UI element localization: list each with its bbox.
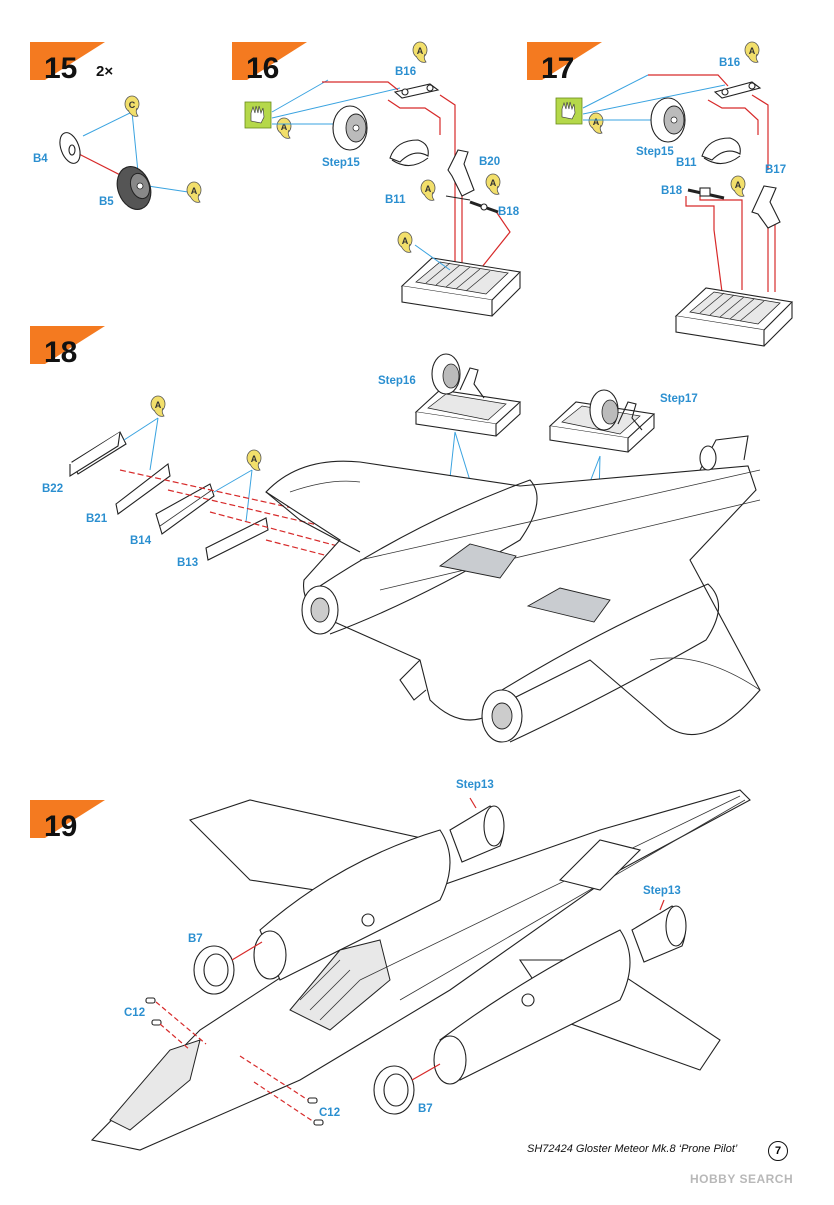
label-b5: B5	[99, 196, 114, 208]
part-c12-pins	[145, 997, 207, 1051]
label-b14: B14	[130, 535, 152, 547]
label-step16-ref: Step16	[378, 375, 416, 387]
wheel-bay	[400, 257, 522, 317]
step-15-qty: 2×	[96, 63, 113, 80]
paint-badge-a: A	[397, 231, 413, 253]
svg-text:A: A	[735, 180, 742, 190]
label-b18: B18	[661, 185, 683, 197]
paint-badge-a: A	[186, 181, 202, 203]
label-b16: B16	[395, 66, 416, 78]
glove-icon	[244, 101, 272, 129]
label-step13-ref: Step13	[643, 885, 681, 897]
paint-badge-a: A	[420, 179, 436, 201]
paint-badge-a: A	[246, 449, 262, 471]
part-b16-yoke	[713, 81, 762, 99]
part-b7-intake-ring	[373, 1065, 415, 1115]
step13-exhaust	[449, 805, 505, 863]
part-b11-mudguard	[701, 137, 741, 165]
glove-icon	[555, 97, 583, 125]
svg-text:A: A	[593, 117, 600, 127]
label-step15-ref: Step15	[636, 146, 674, 158]
label-b11: B11	[385, 194, 406, 206]
step13-exhaust	[631, 905, 687, 963]
step-18: 18 Step16 Step17	[30, 326, 761, 743]
label-b7: B7	[418, 1103, 433, 1115]
part-b16-yoke	[393, 83, 440, 99]
label-b11: B11	[676, 157, 697, 169]
part-b5-wheel	[116, 166, 152, 210]
wheel-assembly	[332, 105, 368, 151]
part-b4-washer	[59, 132, 81, 164]
part-b11-mudguard	[389, 139, 429, 167]
svg-text:C: C	[129, 100, 136, 110]
paint-badge-a: A	[150, 395, 166, 417]
paint-badge-c: C	[124, 95, 140, 117]
svg-text:A: A	[490, 178, 497, 188]
label-b4: B4	[33, 153, 48, 165]
svg-text:A: A	[251, 454, 258, 464]
part-c12-pins	[239, 1055, 324, 1126]
part-b17-strut	[751, 185, 781, 229]
step16-inset	[414, 353, 522, 437]
step-15-number: 15	[44, 52, 77, 85]
part-b20-strut	[445, 149, 475, 201]
step-16-number: 16	[246, 52, 279, 85]
label-b20: B20	[479, 156, 500, 168]
part-b13-door	[205, 517, 269, 561]
label-b7: B7	[188, 933, 203, 945]
part-b18-rod	[469, 200, 499, 214]
aircraft-topside	[90, 789, 751, 1151]
step-18-banner	[30, 326, 105, 364]
label-b17: B17	[765, 164, 786, 176]
step-17: 17 A A A	[527, 41, 794, 347]
svg-text:A: A	[281, 122, 288, 132]
step-16-banner	[232, 42, 307, 80]
svg-text:A: A	[155, 400, 162, 410]
paint-badge-a: A	[744, 41, 760, 63]
paint-badge-a: A	[276, 117, 292, 139]
step-16: 16 A A A A A	[232, 41, 522, 317]
label-b21: B21	[86, 513, 108, 525]
label-b22: B22	[42, 483, 63, 495]
svg-text:A: A	[402, 236, 409, 246]
step-19-number: 19	[44, 810, 77, 843]
label-b13: B13	[177, 557, 198, 569]
paint-badge-a: A	[730, 175, 746, 197]
part-b14-door	[155, 483, 215, 535]
step-19: 19	[30, 779, 751, 1151]
watermark: HOBBY SEARCH	[690, 1172, 794, 1186]
label-c12: C12	[124, 1007, 145, 1019]
paint-badge-a: A	[588, 112, 604, 134]
label-step13-ref: Step13	[456, 779, 494, 791]
part-b7-intake-ring	[193, 945, 235, 995]
svg-text:A: A	[425, 184, 432, 194]
step-19-banner	[30, 800, 105, 838]
wheel-bay	[674, 287, 794, 347]
step-15: 15 2× B4 B5 C A	[30, 42, 202, 210]
aircraft-underside	[265, 435, 761, 743]
label-step15-ref: Step15	[322, 157, 360, 169]
step17-inset	[548, 389, 656, 453]
label-c12: C12	[319, 1107, 340, 1119]
part-b18-rod	[687, 187, 725, 200]
page-number: 7	[768, 1141, 788, 1161]
svg-text:A: A	[191, 186, 198, 196]
label-step17-ref: Step17	[660, 393, 698, 405]
step-17-banner	[527, 42, 602, 80]
svg-text:A: A	[749, 46, 756, 56]
step-15-banner	[30, 42, 105, 80]
part-b22-door	[69, 431, 127, 477]
wheel-assembly	[650, 97, 686, 143]
footer-title: SH72424 Gloster Meteor Mk.8 ‘Prone Pilot…	[527, 1143, 738, 1155]
step-18-number: 18	[44, 336, 77, 369]
svg-text:A: A	[417, 46, 424, 56]
label-b16: B16	[719, 57, 740, 69]
label-b18: B18	[498, 206, 520, 218]
paint-badge-a: A	[485, 173, 501, 195]
step-17-number: 17	[541, 52, 574, 85]
paint-badge-a: A	[412, 41, 428, 63]
